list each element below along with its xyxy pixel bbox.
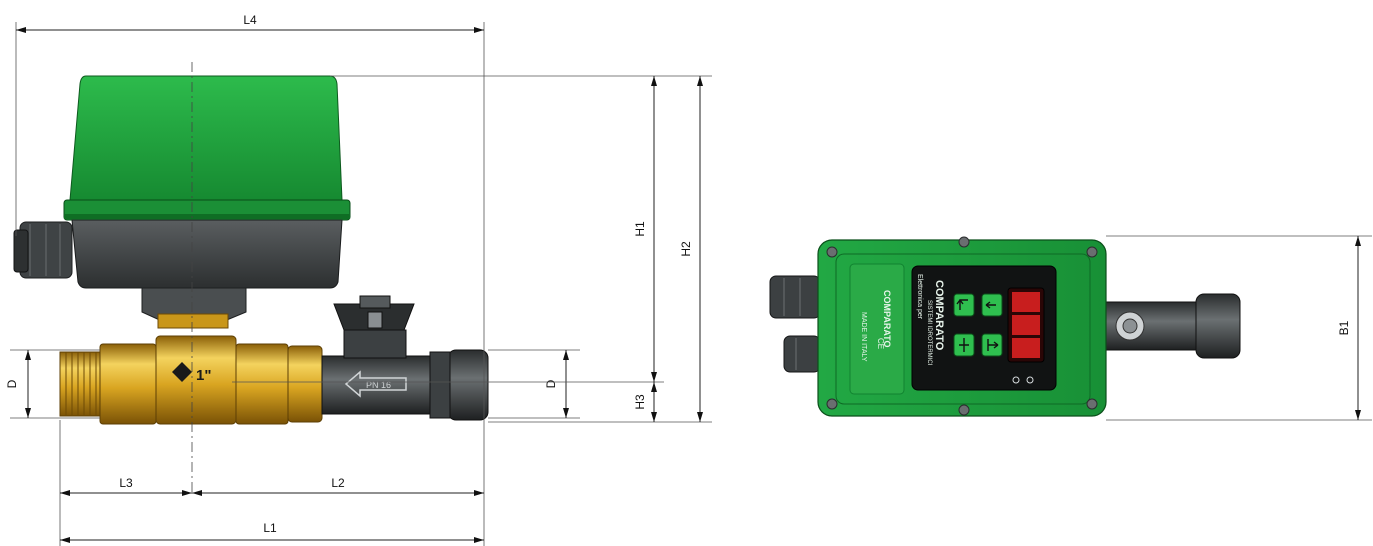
made-in-text: MADE IN ITALY [860, 312, 867, 362]
dim-label-L4: L4 [243, 13, 257, 27]
brass-nut-left [99, 343, 157, 425]
valve-body: 1" PN 16 [59, 295, 489, 425]
dim-label-H2: H2 [679, 241, 693, 257]
status-led-1 [1012, 376, 1020, 384]
dim-label-L1: L1 [263, 521, 277, 535]
cable-gland-top [769, 275, 821, 319]
panel-line1-text: Elettronica per [916, 274, 923, 320]
dim-label-D-left: D [5, 379, 19, 388]
dim-label-D-right: D [544, 379, 558, 388]
housing-screws [826, 236, 1098, 416]
actuator-body [71, 219, 343, 289]
actuator-assembly [13, 75, 351, 329]
actuator-cover [69, 75, 343, 201]
cable-gland-left [13, 221, 73, 279]
flow-sensor-pipe [321, 355, 451, 415]
thread-end [59, 351, 101, 417]
size-marking-text: 1" [196, 367, 211, 384]
button-reset[interactable] [953, 333, 975, 357]
panel-line2-text: SISTEMI IDROTERMICI [926, 300, 932, 366]
brass-nut-right [235, 343, 289, 425]
brand-small-text: COMPARATO [882, 290, 892, 348]
dim-label-H3: H3 [633, 394, 647, 410]
flow-arrow-icon [344, 370, 407, 398]
dim-label-L3: L3 [119, 476, 133, 490]
dim-label-L2: L2 [331, 476, 345, 490]
size-marking: 1" [172, 362, 211, 384]
brass-coupling [287, 345, 323, 423]
dim-label-B1: B1 [1337, 320, 1351, 335]
dimension-lines-left: L4 L3 L2 L1 D D [5, 13, 712, 546]
dimension-lines-right: B1 [1106, 235, 1372, 421]
flow-sensor-head [333, 295, 415, 359]
button-left[interactable] [981, 293, 1003, 317]
ce-mark-text: CE [876, 338, 885, 349]
dim-label-H1: H1 [633, 221, 647, 237]
control-panel: Elettronica per SISTEMI IDROTERMICI COMP… [911, 265, 1057, 391]
flow-marking-text: PN 16 [366, 380, 391, 390]
button-up[interactable] [953, 293, 975, 317]
panel-brand-text: COMPARATO [933, 280, 945, 351]
controller-label-area: MADE IN ITALY CE COMPARATO [849, 263, 905, 395]
led-display [1007, 287, 1045, 363]
cable-gland-bottom [783, 335, 821, 373]
status-led-2 [1026, 376, 1034, 384]
quick-coupling [447, 349, 489, 421]
controller-top-view: MADE IN ITALY CE COMPARATO Elettronica p… [769, 236, 1241, 417]
button-right[interactable] [981, 333, 1003, 357]
